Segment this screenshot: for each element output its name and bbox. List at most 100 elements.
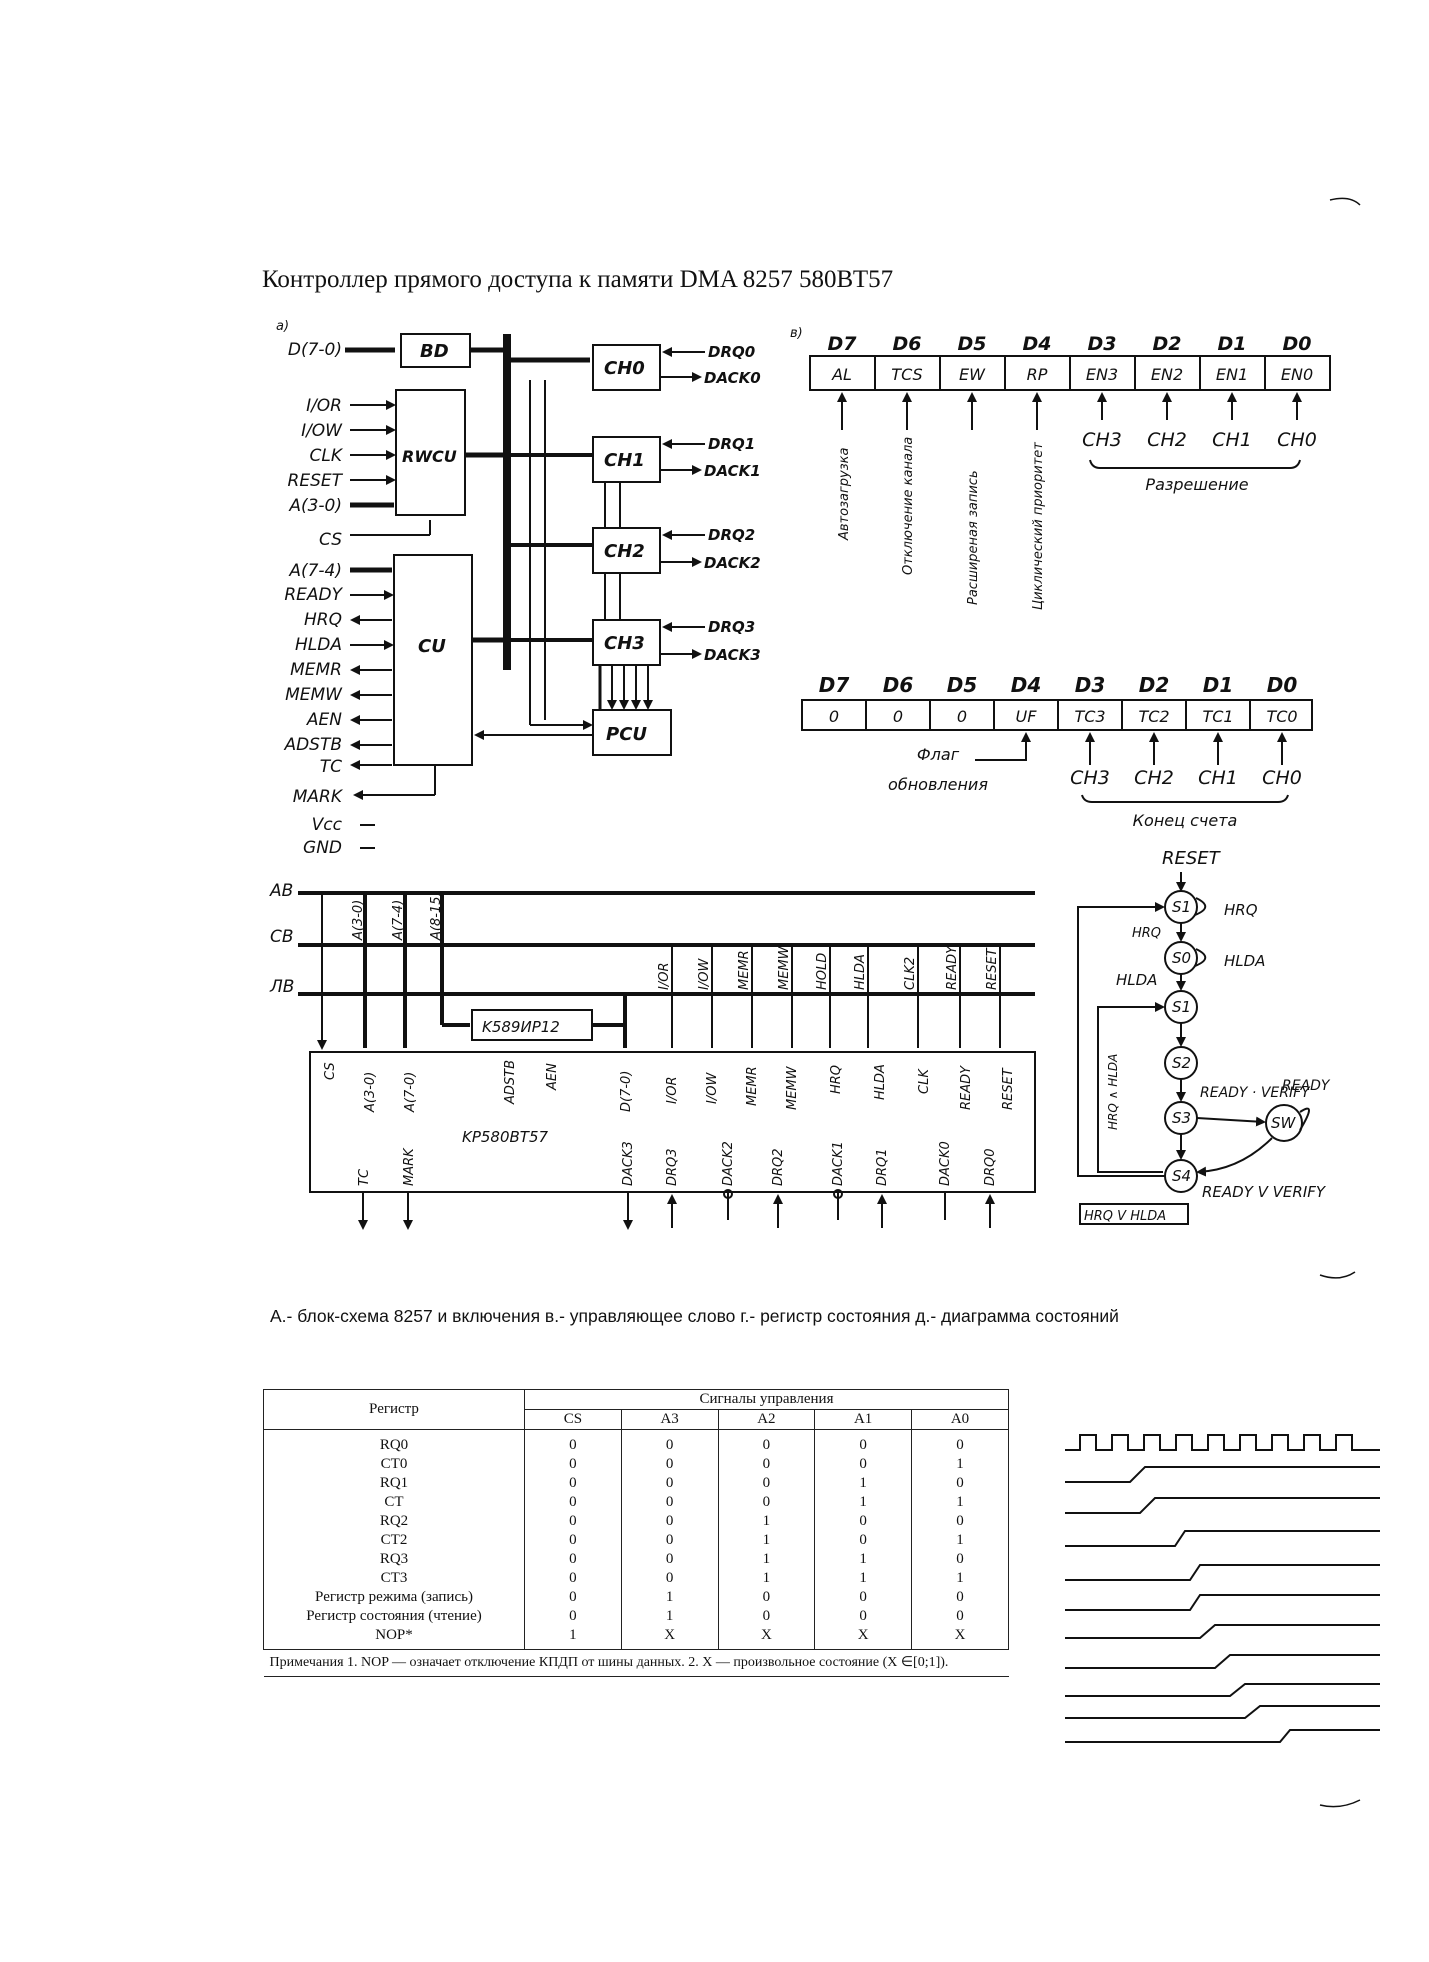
signal-value: X xyxy=(814,1626,912,1650)
register-table: Регистр Сигналы управления CS A3 A2 A1 A… xyxy=(263,1389,1010,1677)
state-name-s2: S2 xyxy=(1172,1054,1191,1072)
sr-ch3: CH3 xyxy=(1070,767,1110,789)
sig-ior: I/OR xyxy=(657,963,672,990)
signal-value: 1 xyxy=(524,1626,622,1650)
pin-cs: CS xyxy=(319,530,342,550)
block-label-ch1: CH1 xyxy=(604,450,645,471)
block-labels: BD RWCU CU CH0 CH1 CH2 CH3 PCU xyxy=(402,341,647,745)
chip-pin-a70: A(7-0) xyxy=(403,1072,418,1113)
chip-pin-drq0: DRQ0 xyxy=(983,1148,998,1186)
cw-group-label: Разрешение xyxy=(1145,475,1248,494)
pin-dack0: DACK0 xyxy=(704,369,761,387)
signal-value: 0 xyxy=(524,1455,622,1474)
pin-tc: TC xyxy=(320,757,342,777)
signal-value: 1 xyxy=(814,1493,912,1512)
sr-update-flag-2: обновления xyxy=(888,775,988,794)
latch-label: K589ИР12 xyxy=(482,1018,560,1036)
signal-value: 0 xyxy=(910,1588,1010,1607)
left-pin-labels: D(7-0) I/OR I/OW CLK RESET A(3-0) CS A(7… xyxy=(283,340,343,858)
signal-value: 0 xyxy=(524,1588,622,1607)
sr-field-tc3: TC3 xyxy=(1074,707,1105,726)
chip-pin-drq1: DRQ1 xyxy=(875,1148,890,1186)
tap-a815: A(8-15) xyxy=(429,891,444,941)
state-name-s3: S3 xyxy=(1172,1109,1191,1127)
signal-value: 0 xyxy=(524,1550,622,1569)
chip-pin-dack2: DACK2 xyxy=(721,1141,736,1186)
sr-bit-d0: D0 xyxy=(1267,673,1298,697)
pin-a74: A(7-4) xyxy=(288,561,342,581)
state-label-s3-to-sw: READY · VERIFY xyxy=(1200,1085,1311,1101)
register-name: CT3 xyxy=(263,1569,525,1588)
pin-drq0: DRQ0 xyxy=(708,343,755,361)
table-note: Примечания 1. NOP — означает отключение … xyxy=(263,1649,1009,1677)
state-label-s1-loop: HRQ xyxy=(1224,901,1258,919)
signal-value: 0 xyxy=(814,1429,912,1455)
chip-pin-adstb: ADSTB xyxy=(503,1060,518,1105)
signal-value: 0 xyxy=(524,1607,622,1626)
signal-value: 0 xyxy=(814,1512,912,1531)
status-register: D7 D6 D5 D4 D3 D2 D1 D0 0 0 0 UF TC3 TC2… xyxy=(801,673,1313,830)
block-ch0 xyxy=(592,344,661,391)
chip-pin-dack0: DACK0 xyxy=(938,1141,953,1186)
block-diagram: а) xyxy=(276,319,705,849)
chip-pin-d70: D(7-0) xyxy=(619,1071,634,1112)
signal-value: 0 xyxy=(910,1429,1010,1455)
signal-value: 1 xyxy=(717,1550,816,1569)
scan-marks xyxy=(1319,197,1361,1808)
register-name: RQ1 xyxy=(263,1474,525,1493)
signal-value: 1 xyxy=(717,1531,816,1550)
cw-field-tcs: TCS xyxy=(891,365,922,384)
signal-value: 1 xyxy=(620,1588,719,1607)
block-diagram-marker: а) xyxy=(276,319,289,334)
sr-bit-d1: D1 xyxy=(1203,673,1234,697)
pin-hrq: HRQ xyxy=(304,610,342,630)
signal-value: 0 xyxy=(717,1588,816,1607)
signal-value: X xyxy=(910,1626,1010,1650)
pin-iow: I/OW xyxy=(301,421,343,441)
chip-kp580vt57 xyxy=(309,1051,1036,1193)
sig-hlda: HLDA xyxy=(853,954,868,990)
pin-drq2: DRQ2 xyxy=(708,526,755,544)
timing-diagram xyxy=(1065,1434,1380,1743)
cw-field-rp: RP xyxy=(1027,365,1048,384)
signal-value: 0 xyxy=(620,1429,719,1455)
register-name: CT0 xyxy=(263,1455,525,1474)
pin-d: D(7-0) xyxy=(288,340,342,360)
cw-field-en1: EN1 xyxy=(1216,365,1248,384)
pin-a30: A(3-0) xyxy=(288,496,342,516)
block-label-pcu: PCU xyxy=(606,724,647,745)
sr-bit-d4: D4 xyxy=(1011,673,1042,697)
pin-dack2: DACK2 xyxy=(704,554,761,572)
state-label-s1-to-s0: HRQ xyxy=(1132,926,1161,941)
state-label-sw-loop: READY xyxy=(1282,1078,1331,1094)
block-label-ch2: CH2 xyxy=(604,541,645,562)
sr-field-d7: 0 xyxy=(829,707,839,726)
signal-value: 0 xyxy=(620,1493,719,1512)
block-ch1 xyxy=(592,436,661,483)
cw-field-ew: EW xyxy=(959,365,986,384)
signal-value: 0 xyxy=(524,1512,622,1531)
cw-desc-al: Автозагрузка xyxy=(837,448,852,542)
block-cu xyxy=(393,554,473,766)
sig-iow: I/OW xyxy=(697,958,712,990)
tap-a30: A(3-0) xyxy=(351,900,366,941)
signal-value: 0 xyxy=(717,1493,816,1512)
chip-label: KP580ВТ57 xyxy=(462,1128,549,1146)
signal-value: 0 xyxy=(620,1550,719,1569)
block-label-bd: BD xyxy=(420,341,449,362)
state-name-s0: S0 xyxy=(1172,949,1191,967)
col-a2: A2 xyxy=(717,1409,816,1430)
chip-pin-ready: READY xyxy=(959,1065,974,1110)
pin-reset: RESET xyxy=(288,471,344,491)
sig-reset: RESET xyxy=(985,947,1000,990)
chip-pin-hlda: HLDA xyxy=(873,1064,888,1100)
sr-update-flag-1: Флаг xyxy=(917,745,960,764)
chip-pin-ior: I/OR xyxy=(665,1077,680,1104)
pin-drq3: DRQ3 xyxy=(708,618,755,636)
chip-pin-drq2: DRQ2 xyxy=(771,1148,786,1186)
sr-bit-d7: D7 xyxy=(819,673,850,697)
